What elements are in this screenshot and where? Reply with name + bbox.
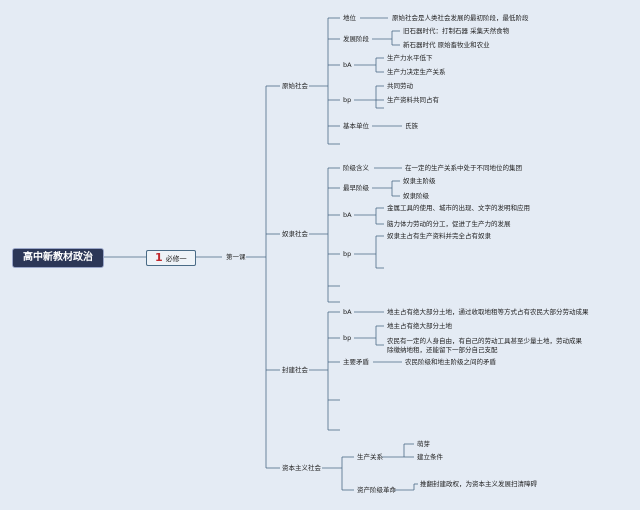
node-primitive-society[interactable]: 原始社会	[282, 82, 308, 90]
leaf-slave-ba-2: 脑力体力劳动的分工，促进了生产力的发展	[387, 220, 511, 228]
leaf-slave-earliest-2: 奴隶阶级	[403, 192, 429, 200]
leaf-feudal-bp-2: 农民有一定的人身自由，有自己的劳动工具甚至少量土地，劳动成果除缴纳地租，还能留下…	[387, 337, 582, 354]
leaf-feudal-bp-1: 地主占有绝大部分土地	[387, 322, 452, 330]
node-feudal-ba[interactable]: bA	[343, 308, 352, 316]
node-primitive-position[interactable]: 地位	[343, 14, 356, 22]
leaf-slave-bp: 奴隶主占有生产资料并完全占有奴隶	[387, 232, 491, 240]
lesson-node[interactable]: 第一课	[226, 253, 246, 261]
mindmap-root[interactable]: 高中新教材政治	[12, 248, 104, 268]
leaf-slave-class-def: 在一定的生产关系中处于不同地位的集团	[405, 164, 522, 172]
leaf-slave-ba-1: 金属工具的使用、城市的出现、文字的发明和应用	[387, 204, 530, 212]
node-capitalist-relations[interactable]: 生产关系	[357, 453, 383, 461]
leaf-primitive-ba-2: 生产力决定生产关系	[387, 68, 446, 76]
node-slave-class-def[interactable]: 阶级含义	[343, 164, 369, 172]
leaf-primitive-bp-1: 共同劳动	[387, 82, 413, 90]
leaf-primitive-position: 原始社会是人类社会发展的最初阶段，最低阶段	[392, 14, 529, 22]
node-primitive-stages[interactable]: 发展阶段	[343, 35, 369, 43]
node-feudal-contradiction[interactable]: 主要矛盾	[343, 358, 369, 366]
leaf-stage-paleolithic: 旧石器时代：打制石器 采集天然食物	[403, 27, 510, 35]
leaf-slave-earliest-1: 奴隶主阶级	[403, 177, 436, 185]
leaf-stage-neolithic: 新石器时代 原始畜牧业和农业	[403, 41, 490, 49]
leaf-primitive-unit: 氏族	[405, 122, 418, 130]
node-primitive-bp[interactable]: bp	[343, 96, 352, 104]
node-capitalist-revolution[interactable]: 资产阶级革命	[357, 486, 396, 494]
leaf-capitalist-sprout: 萌芽	[417, 440, 430, 448]
leaf-primitive-bp-2: 生产资料共同占有	[387, 96, 439, 104]
leaf-capitalist-conditions: 建立条件	[417, 453, 443, 461]
node-slave-society[interactable]: 奴隶社会	[282, 230, 308, 238]
leaf-feudal-ba: 地主占有绝大部分土地，通过收取地租等方式占有农民大部分劳动成果	[387, 308, 589, 316]
leaf-primitive-ba-1: 生产力水平低下	[387, 54, 433, 62]
node-feudal-society[interactable]: 封建社会	[282, 366, 308, 374]
node-primitive-ba[interactable]: bA	[343, 61, 352, 69]
leaf-capitalist-revolution: 推翻封建政权，为资本主义发展扫清障碍	[420, 480, 537, 488]
node-slave-ba[interactable]: bA	[343, 211, 352, 219]
leaf-feudal-contradiction: 农民阶级和地主阶级之间的矛盾	[405, 358, 496, 366]
node-primitive-unit[interactable]: 基本单位	[343, 122, 369, 130]
node-feudal-bp[interactable]: bp	[343, 334, 352, 342]
chapter-number: 1	[155, 251, 163, 264]
node-capitalist-society[interactable]: 资本主义社会	[282, 464, 321, 472]
node-slave-bp[interactable]: bp	[343, 250, 352, 258]
node-slave-earliest[interactable]: 最早阶级	[343, 184, 369, 192]
chapter-label: 必修一	[165, 255, 187, 263]
